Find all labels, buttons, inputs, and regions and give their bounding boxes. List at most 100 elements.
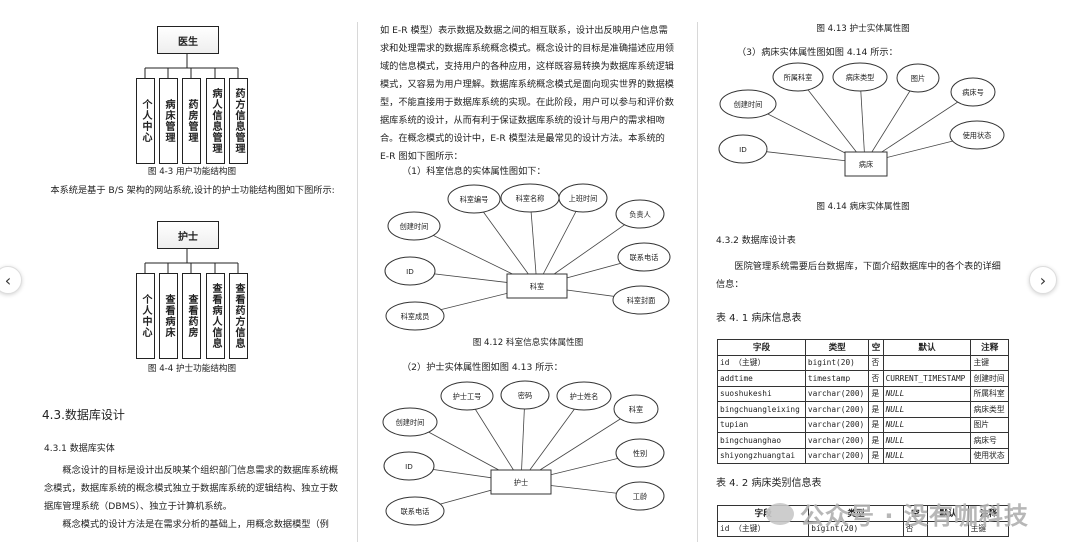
body-paragraph: 概念设计的目标是设计出反映某个组织部门信息需求的数据库系统概念模式，数据库系统的… xyxy=(44,465,339,512)
tree-leaf: 病床管理 xyxy=(159,78,178,164)
table-cell: bingchuanghao xyxy=(717,432,806,449)
er-attribute: 所属科室 xyxy=(784,73,813,82)
section-heading: 4.3.数据库设计 xyxy=(42,408,125,422)
table-cell: 是 xyxy=(868,432,884,449)
er-attribute: 负责人 xyxy=(629,210,651,219)
tree-root-doctor: 医生 xyxy=(157,26,219,54)
table-cell: 是 xyxy=(868,401,884,418)
figure-caption: 图 4.12 科室信息实体属性图 xyxy=(472,338,584,348)
table-cell: bigint(20) xyxy=(808,520,904,537)
bed-category-table: 字段 类型 空 默认 注释 id （主键）bigint(20)否主键 xyxy=(716,505,1010,537)
table-cell: varchar(200) xyxy=(804,447,870,464)
page-column-right: 图 4.13 护士实体属性图 （3）病床实体属性图如图 4.14 所示： 所属科… xyxy=(713,0,1013,558)
er-attribute: 科室封面 xyxy=(627,296,656,305)
er-attribute: ID xyxy=(405,462,413,471)
figure-caption: 图 4.14 病床实体属性图 xyxy=(816,202,910,212)
er-diagram-nurse: 护士工号 密码 护士姓名 科室 创建时间 ID 性别 联系电话 工龄 护士 xyxy=(382,380,665,526)
figure-caption: 图 4-3 用户功能结构图 xyxy=(147,167,237,177)
table-cell: 病床类型 xyxy=(970,401,1009,418)
table-cell: CURRENT_TIMESTAMP xyxy=(882,370,972,387)
er-diagram-bed: 所属科室 病床类型 图片 病床号 创建时间 ID 使用状态 病床 xyxy=(718,62,1005,177)
figure-caption: 图 4.13 护士实体属性图 xyxy=(816,24,910,34)
table-cell: varchar(200) xyxy=(804,416,870,433)
table-cell xyxy=(882,354,972,371)
watermark-text: 公众号 · 没有咖科技 xyxy=(800,502,1029,530)
er-entity: 护士 xyxy=(514,478,528,487)
wechat-logo-icon xyxy=(766,502,794,525)
table-cell: tupian xyxy=(717,416,806,433)
er-attribute: 科室 xyxy=(629,405,643,414)
chevron-left-icon: ‹ xyxy=(4,270,12,290)
tree-leaf: 病人信息管理 xyxy=(206,78,225,164)
er-attribute: 创建时间 xyxy=(400,222,429,231)
er-attribute: 病床类型 xyxy=(846,73,875,82)
er-entity: 科室 xyxy=(530,282,544,291)
table-cell: shiyongzhuangtai xyxy=(717,447,806,464)
table-cell: 主键 xyxy=(967,520,1010,537)
table-cell: varchar(200) xyxy=(804,401,870,418)
page-separator xyxy=(357,22,358,542)
table-title: 表 4. 1 病床信息表 xyxy=(716,313,802,324)
er-attribute: 上班时间 xyxy=(569,194,598,203)
figure-intro: （3）病床实体属性图如图 4.14 所示： xyxy=(737,47,898,58)
tree-leaf: 查看病人信息 xyxy=(206,273,225,359)
table-cell: NULL xyxy=(882,401,972,418)
table-cell: 创建时间 xyxy=(970,370,1009,387)
table-cell: timestamp xyxy=(804,370,870,387)
figure-intro: （1）科室信息的实体属性图如下： xyxy=(402,166,546,177)
tree-leaf: 查看药方信息 xyxy=(229,273,248,359)
next-page-button[interactable]: › xyxy=(1029,266,1057,294)
er-attribute: 性别 xyxy=(633,449,647,458)
page-column-left: 医生 个人中心 病床管理 药房管理 病人信息管理 药方信息管理 图 4-3 用户… xyxy=(32,0,350,558)
table-cell: 是 xyxy=(868,447,884,464)
tree-leaf: 个人中心 xyxy=(136,78,155,164)
table-cell: addtime xyxy=(717,370,806,387)
tree-leaf: 药房管理 xyxy=(182,78,201,164)
er-attribute: 使用状态 xyxy=(963,131,992,140)
subsection-heading: 4.3.1 数据库实体 xyxy=(44,444,115,454)
table-header: 注释 xyxy=(970,339,1009,356)
er-attribute: 创建时间 xyxy=(734,100,763,109)
table-header-row: 字段 类型 空 默认 注释 xyxy=(717,339,1009,356)
watermark: 公众号 · 没有咖科技 xyxy=(766,496,1029,531)
er-attribute: 科室成员 xyxy=(401,312,430,321)
table-cell: 是 xyxy=(868,416,884,433)
er-attribute: 护士工号 xyxy=(453,392,482,401)
prev-page-button[interactable]: ‹ xyxy=(0,266,22,294)
er-diagram-department: 创建时间 科室编号 科室名称 上班时间 负责人 ID 联系电话 科室成员 科室封… xyxy=(384,183,671,331)
er-attribute: 创建时间 xyxy=(396,418,425,427)
er-attribute: 联系电话 xyxy=(630,253,659,262)
table-cell: varchar(200) xyxy=(804,432,870,449)
table-cell: bingchuangleixing xyxy=(717,401,806,418)
table-cell: 否 xyxy=(868,370,884,387)
chevron-right-icon: › xyxy=(1039,270,1047,290)
body-paragraph: 本系统是基于 B/S 架构的网站系统,设计的护士功能结构图如下图所示: xyxy=(50,185,335,196)
tree-leaf: 查看药房 xyxy=(182,273,201,359)
figure-intro: （2）护士实体属性图如图 4.13 所示： xyxy=(402,362,563,373)
er-attribute: 图片 xyxy=(911,74,925,83)
er-attribute: 联系电话 xyxy=(401,507,430,516)
table-cell: 是 xyxy=(868,385,884,402)
table-cell: 图片 xyxy=(970,416,1009,433)
body-paragraph: 如 E-R 模型）表示数据及数据之间的相互联系，设计出反映用户信息需求和处理需求… xyxy=(380,25,674,162)
body-paragraph: 医院管理系统需要后台数据库，下面介绍数据库中的各个表的详细信息： xyxy=(716,261,1001,290)
table-cell: NULL xyxy=(882,385,972,402)
figure-caption: 图 4-4 护士功能结构图 xyxy=(147,364,237,374)
tree-leaf: 查看病床 xyxy=(159,273,178,359)
tree-connectors xyxy=(144,248,239,273)
er-entity: 病床 xyxy=(859,160,873,169)
er-attribute: 工龄 xyxy=(633,492,647,501)
er-attribute: ID xyxy=(406,267,414,276)
body-paragraph: 概念模式的设计方法是在需求分析的基础上，用概念数据模型（例 xyxy=(62,519,329,530)
er-attribute: ID xyxy=(739,145,747,154)
table-cell: varchar(200) xyxy=(804,385,870,402)
page-column-middle: 如 E-R 模型）表示数据及数据之间的相互联系，设计出反映用户信息需求和处理需求… xyxy=(378,0,678,558)
table-cell: suoshukeshi xyxy=(717,385,806,402)
table-row: id （主键）bigint(20)否主键 xyxy=(717,354,1009,371)
